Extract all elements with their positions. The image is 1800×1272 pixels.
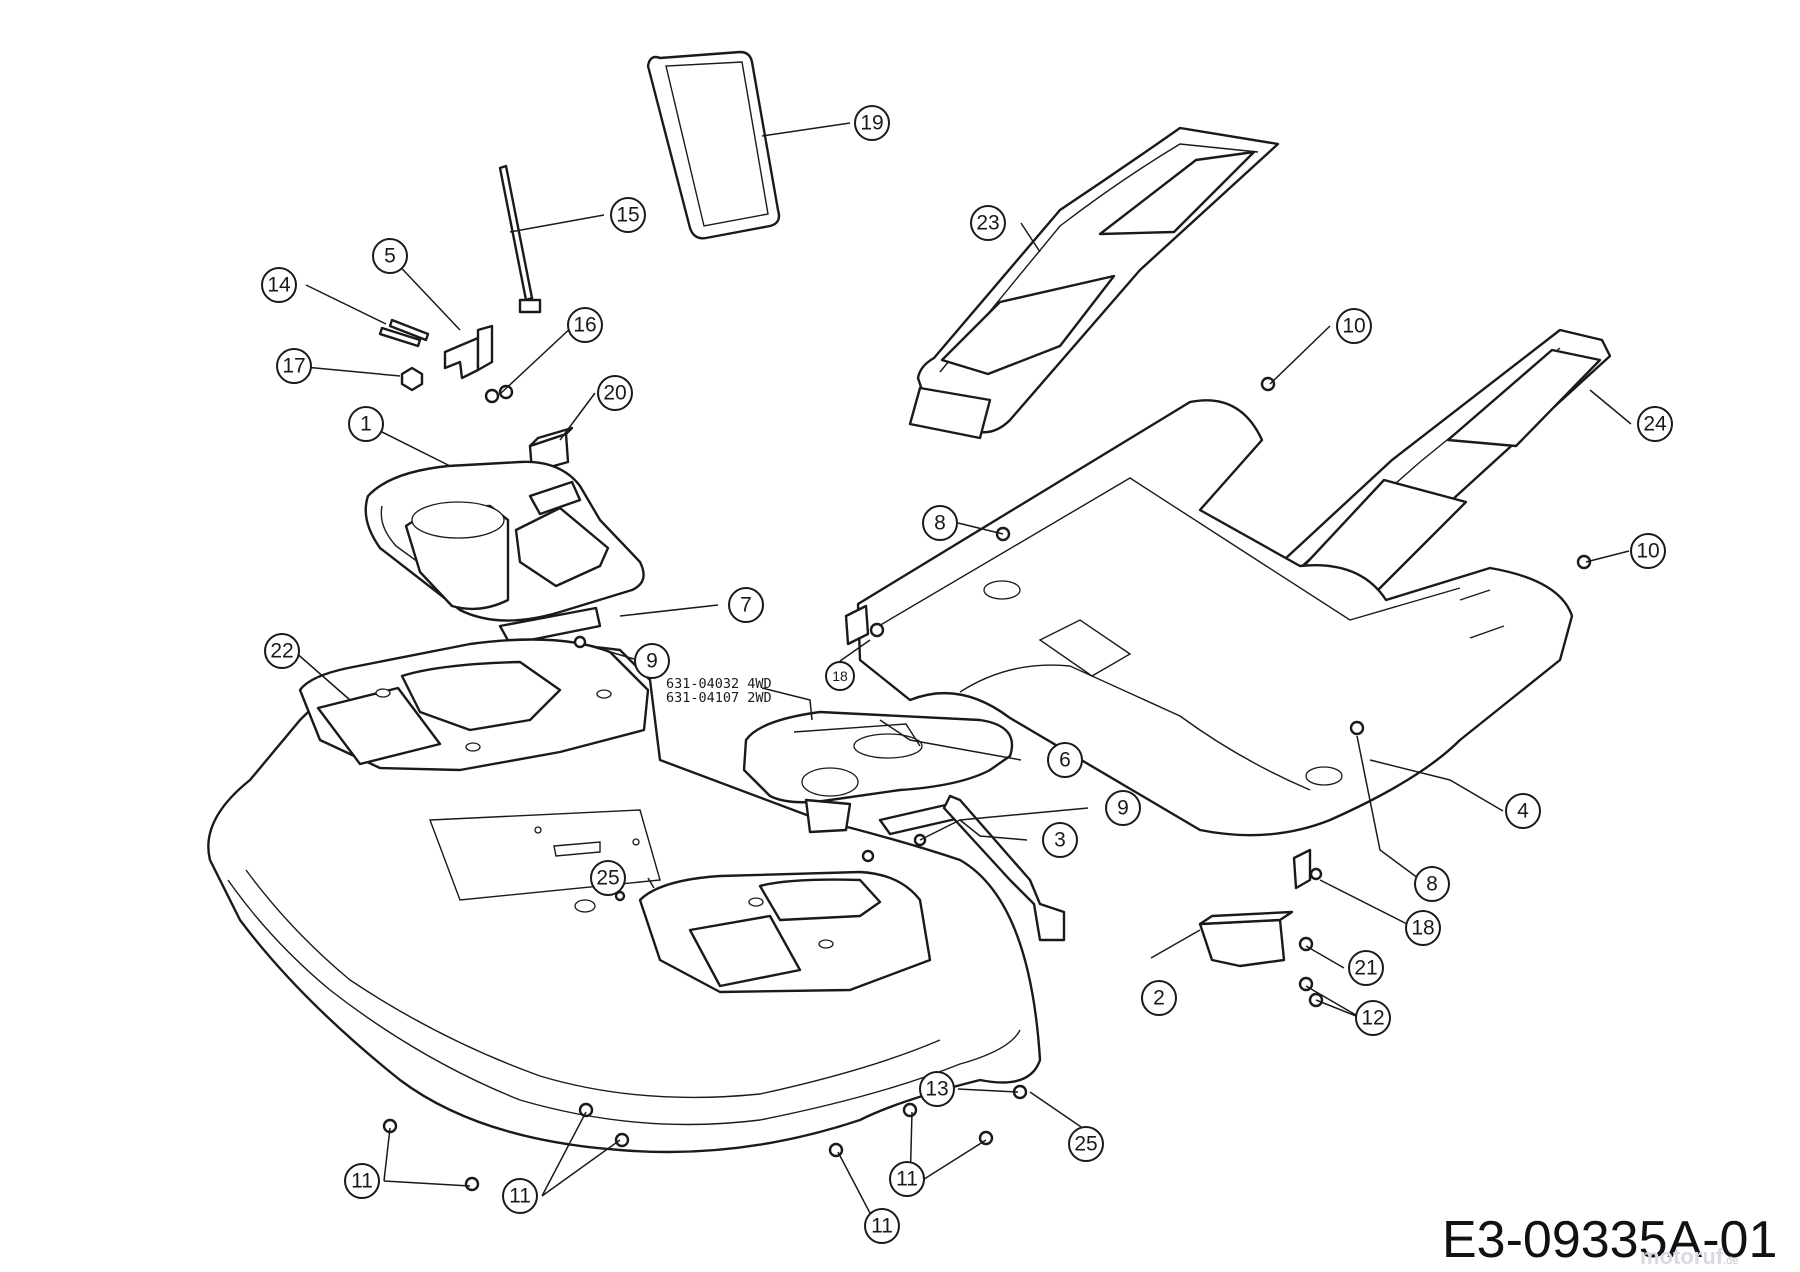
svg-text:9: 9 bbox=[1117, 797, 1129, 820]
svg-text:4: 4 bbox=[1517, 800, 1529, 823]
part-17-nut bbox=[400, 366, 424, 392]
callout-23: 23 bbox=[970, 205, 1006, 241]
callout-4: 4 bbox=[1505, 793, 1541, 829]
model-code-label: 631-04032 4WD 631-04107 2WD bbox=[666, 676, 772, 706]
part-7-plate bbox=[498, 606, 602, 646]
callout-8a: 8 bbox=[922, 505, 958, 541]
svg-text:13: 13 bbox=[925, 1078, 948, 1101]
callout-17: 17 bbox=[276, 348, 312, 384]
callout-5: 5 bbox=[372, 238, 408, 274]
callout-10a: 10 bbox=[1336, 308, 1372, 344]
svg-text:5: 5 bbox=[384, 245, 396, 268]
svg-text:9: 9 bbox=[646, 650, 658, 673]
callout-2: 2 bbox=[1141, 980, 1177, 1016]
part-2-bracket bbox=[1198, 910, 1294, 968]
svg-text:18: 18 bbox=[1411, 917, 1434, 940]
callout-19: 19 bbox=[854, 105, 890, 141]
part-16-nuts bbox=[484, 384, 514, 404]
callout-9a: 9 bbox=[634, 643, 670, 679]
svg-text:23: 23 bbox=[976, 212, 999, 235]
svg-text:8: 8 bbox=[1426, 873, 1438, 896]
part-console-variant bbox=[742, 710, 1014, 834]
callout-1: 1 bbox=[348, 406, 384, 442]
svg-text:17: 17 bbox=[282, 355, 305, 378]
model-code-2wd: 631-04107 2WD bbox=[666, 690, 772, 706]
callout-20: 20 bbox=[597, 375, 633, 411]
watermark-name: motoruf bbox=[1640, 1244, 1724, 1269]
svg-text:3: 3 bbox=[1054, 829, 1066, 852]
callout-10b: 10 bbox=[1630, 533, 1666, 569]
callout-3: 3 bbox=[1042, 822, 1078, 858]
callout-15: 15 bbox=[610, 197, 646, 233]
svg-text:18: 18 bbox=[832, 668, 848, 684]
callout-25a: 25 bbox=[590, 860, 626, 896]
callout-21: 21 bbox=[1348, 950, 1384, 986]
callout-12: 12 bbox=[1355, 1000, 1391, 1036]
callout-25b: 25 bbox=[1068, 1126, 1104, 1162]
svg-text:11: 11 bbox=[896, 1168, 918, 1191]
svg-text:16: 16 bbox=[573, 314, 596, 337]
part-1-console bbox=[364, 460, 645, 622]
callout-6: 6 bbox=[1047, 742, 1083, 778]
callout-14: 14 bbox=[261, 267, 297, 303]
callout-13: 13 bbox=[919, 1071, 955, 1107]
callout-8b: 8 bbox=[1414, 866, 1450, 902]
svg-text:11: 11 bbox=[871, 1215, 893, 1238]
part-19-floor-mat bbox=[646, 50, 781, 240]
part-14-bolts bbox=[378, 318, 430, 348]
svg-text:2: 2 bbox=[1153, 987, 1165, 1010]
svg-text:1: 1 bbox=[360, 413, 372, 436]
drawing-number: E3-09335A-01 bbox=[1442, 1211, 1778, 1269]
svg-text:20: 20 bbox=[603, 382, 626, 405]
svg-text:21: 21 bbox=[1354, 957, 1377, 980]
svg-text:12: 12 bbox=[1361, 1007, 1384, 1030]
svg-text:10: 10 bbox=[1342, 315, 1365, 338]
watermark-logo: motoruf.de bbox=[1640, 1244, 1738, 1270]
svg-text:25: 25 bbox=[1074, 1133, 1097, 1156]
callout-9b: 9 bbox=[1105, 790, 1141, 826]
svg-text:24: 24 bbox=[1643, 413, 1667, 436]
part-4-floor-pan bbox=[844, 399, 1574, 890]
svg-text:6: 6 bbox=[1059, 749, 1071, 772]
callout-16: 16 bbox=[567, 307, 603, 343]
svg-text:22: 22 bbox=[270, 640, 293, 663]
leader-lines bbox=[293, 122, 1632, 1237]
part-23-footrest bbox=[908, 126, 1280, 440]
part-5-bracket bbox=[443, 324, 494, 380]
callout-24: 24 bbox=[1637, 406, 1673, 442]
svg-text:25: 25 bbox=[596, 867, 619, 890]
callout-7: 7 bbox=[728, 587, 764, 623]
callout-11b: 11 bbox=[502, 1178, 538, 1214]
svg-text:10: 10 bbox=[1636, 540, 1659, 563]
callout-18b: 18 bbox=[1405, 910, 1441, 946]
part-15-rod bbox=[498, 164, 542, 314]
svg-text:11: 11 bbox=[351, 1170, 373, 1193]
hardware bbox=[382, 376, 1592, 1192]
svg-text:15: 15 bbox=[616, 204, 639, 227]
svg-text:7: 7 bbox=[740, 594, 752, 617]
watermark-tld: .de bbox=[1723, 1255, 1739, 1267]
callout-11a: 11 bbox=[344, 1163, 380, 1199]
svg-text:14: 14 bbox=[267, 274, 291, 297]
svg-text:11: 11 bbox=[509, 1185, 531, 1208]
callout-11c: 11 bbox=[864, 1208, 900, 1244]
svg-text:19: 19 bbox=[860, 112, 883, 135]
svg-text:8: 8 bbox=[934, 512, 946, 535]
callout-22: 22 bbox=[264, 633, 300, 669]
callout-11d: 11 bbox=[889, 1161, 925, 1197]
model-code-4wd: 631-04032 4WD bbox=[666, 676, 772, 692]
callout-18a: 18 bbox=[825, 661, 855, 691]
